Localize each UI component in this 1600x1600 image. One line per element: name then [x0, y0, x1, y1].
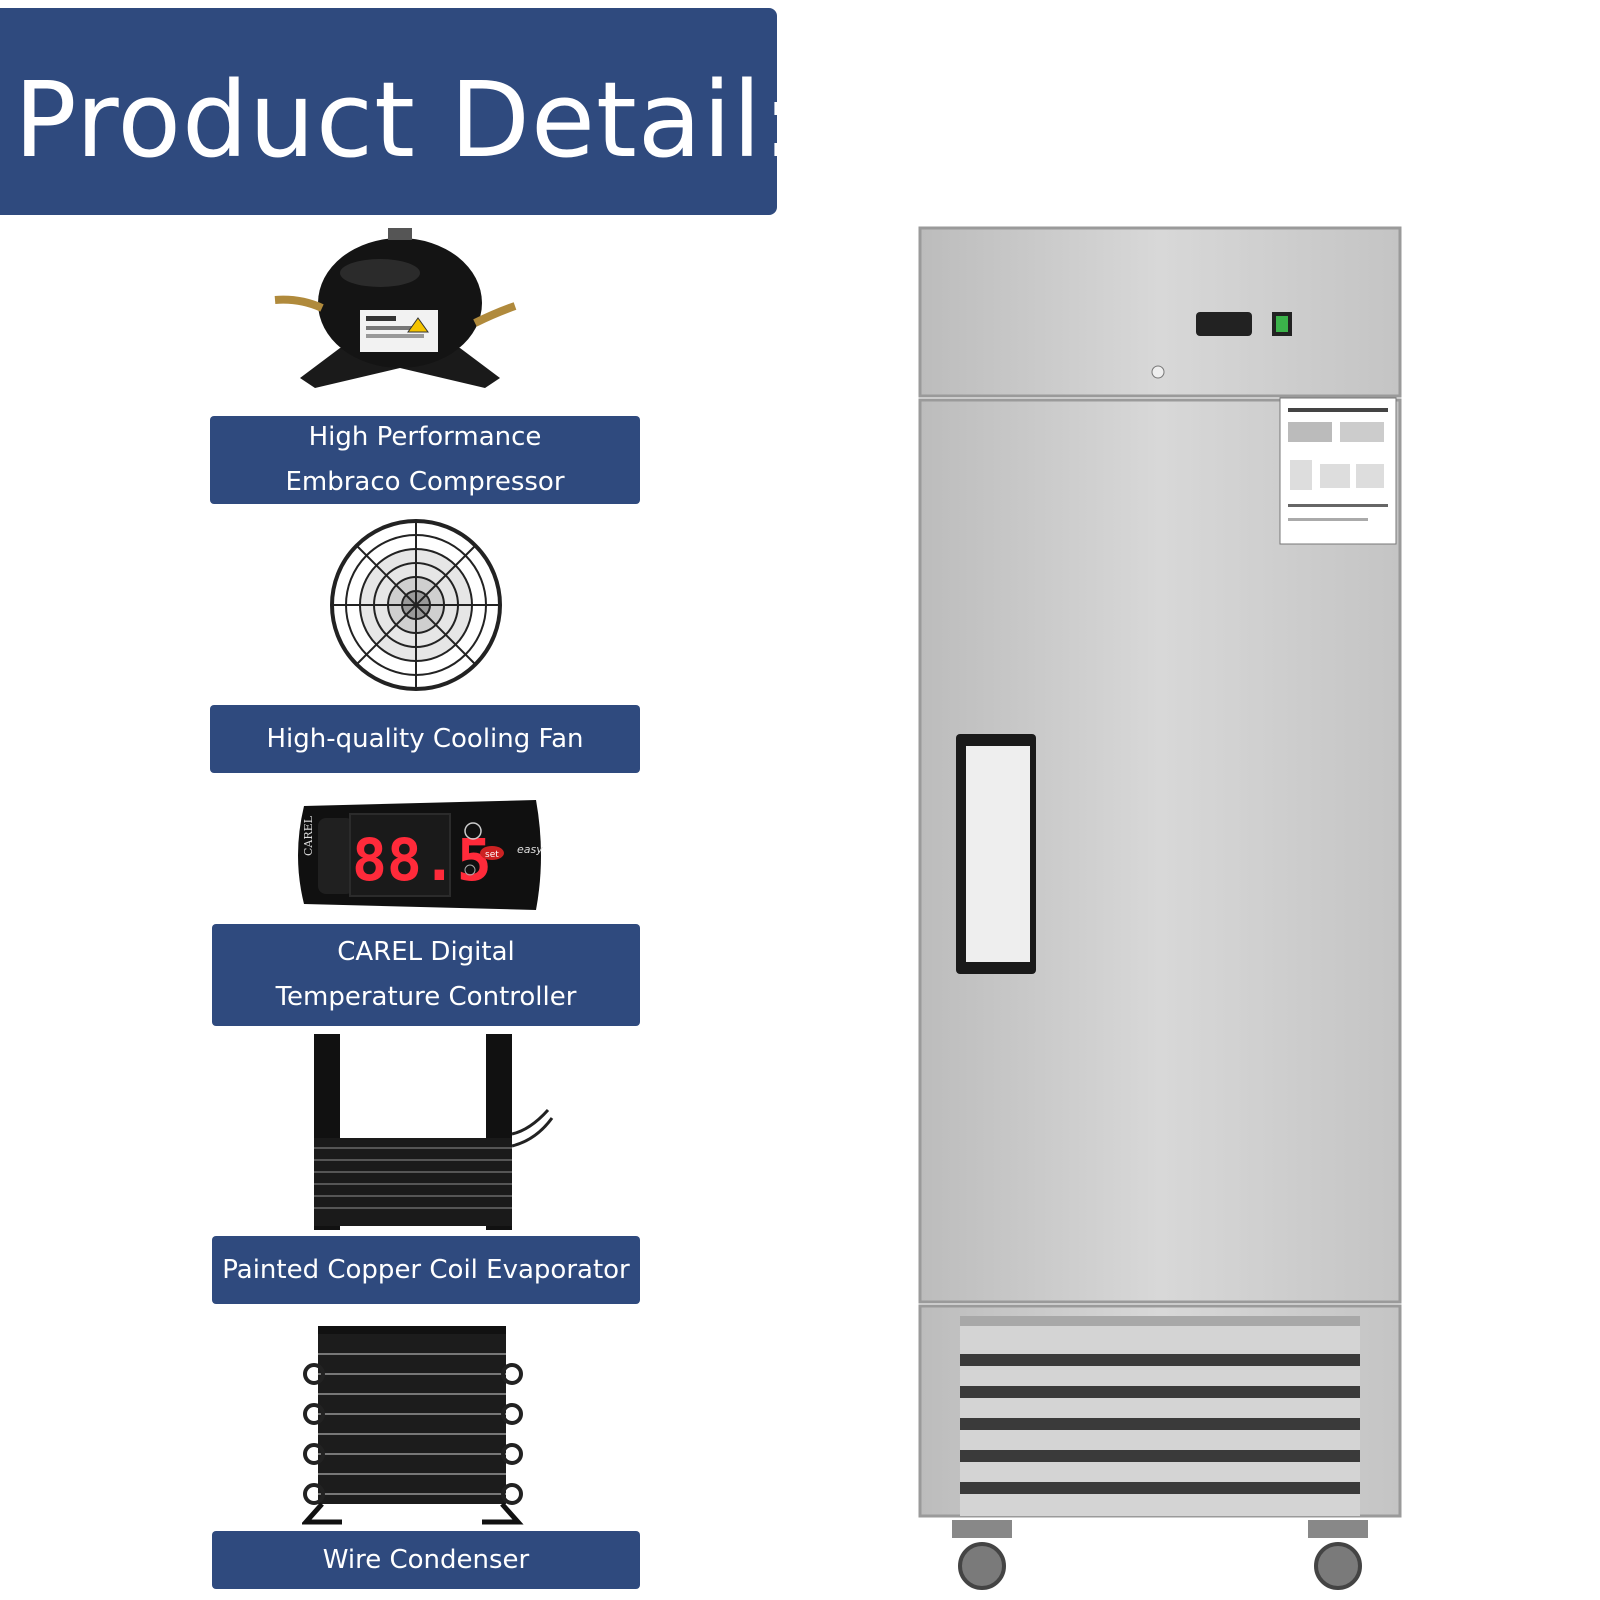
feature-line: Embraco Compressor: [285, 467, 565, 497]
feature-line: CAREL Digital: [337, 937, 515, 967]
compressor-icon: [274, 228, 517, 388]
feature-line: Temperature Controller: [275, 982, 577, 1012]
controller-display: 88.5: [352, 826, 492, 894]
feature-line: High-quality Cooling Fan: [266, 724, 584, 754]
page-title: Product Detail:: [14, 59, 799, 181]
temperature-controller-icon: CAREL 88.5 set easy: [298, 800, 543, 910]
feature-line: Painted Copper Coil Evaporator: [222, 1255, 630, 1285]
wire-condenser-icon: [302, 1326, 524, 1525]
controller-brand: CAREL: [302, 815, 315, 856]
feature-label-cooling-fan: High-quality Cooling Fan: [210, 705, 640, 773]
controller-model: easy: [517, 843, 543, 856]
feature-label-temperature-controller: CAREL Digital Temperature Controller: [212, 924, 640, 1026]
page-header-banner: Product Detail:: [0, 8, 797, 215]
evaporator-coil-icon: [314, 1034, 554, 1230]
controller-set-button: set: [485, 850, 499, 860]
feature-line: Wire Condenser: [322, 1545, 530, 1575]
refrigerator-icon: [918, 226, 1402, 1590]
feature-line: High Performance: [308, 422, 542, 452]
cooling-fan-icon: [330, 519, 502, 691]
feature-label-wire-condenser: Wire Condenser: [212, 1531, 640, 1589]
feature-label-compressor: High Performance Embraco Compressor: [210, 416, 640, 504]
feature-label-evaporator: Painted Copper Coil Evaporator: [212, 1236, 640, 1304]
